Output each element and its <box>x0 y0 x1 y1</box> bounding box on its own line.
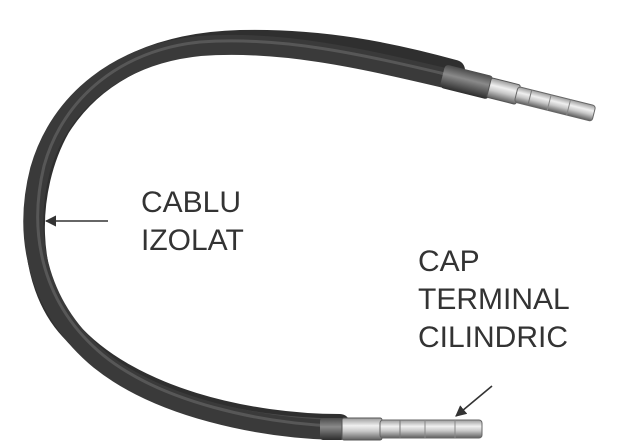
top-terminal-pin <box>514 87 595 122</box>
bottom-terminal-pin <box>380 420 482 438</box>
cable-label-line-1: CABLU <box>141 184 244 222</box>
bottom-terminal-sleeve <box>342 418 382 440</box>
top-terminal <box>440 64 597 125</box>
terminal-label: CAP TERMINAL CILINDRIC <box>418 243 570 357</box>
cable-label-line-2: IZOLAT <box>141 222 244 260</box>
terminal-label-line-1: CAP <box>418 243 570 281</box>
bottom-terminal <box>320 418 482 440</box>
terminal-label-line-3: CILINDRIC <box>418 319 570 357</box>
top-terminal-ferrule <box>440 64 494 99</box>
insulated-cable <box>33 40 455 430</box>
arrow-down-left-icon <box>456 386 492 416</box>
cable-label: CABLU IZOLAT <box>141 184 244 260</box>
terminal-label-line-2: TERMINAL <box>418 281 570 319</box>
bottom-terminal-ferrule <box>320 418 344 440</box>
